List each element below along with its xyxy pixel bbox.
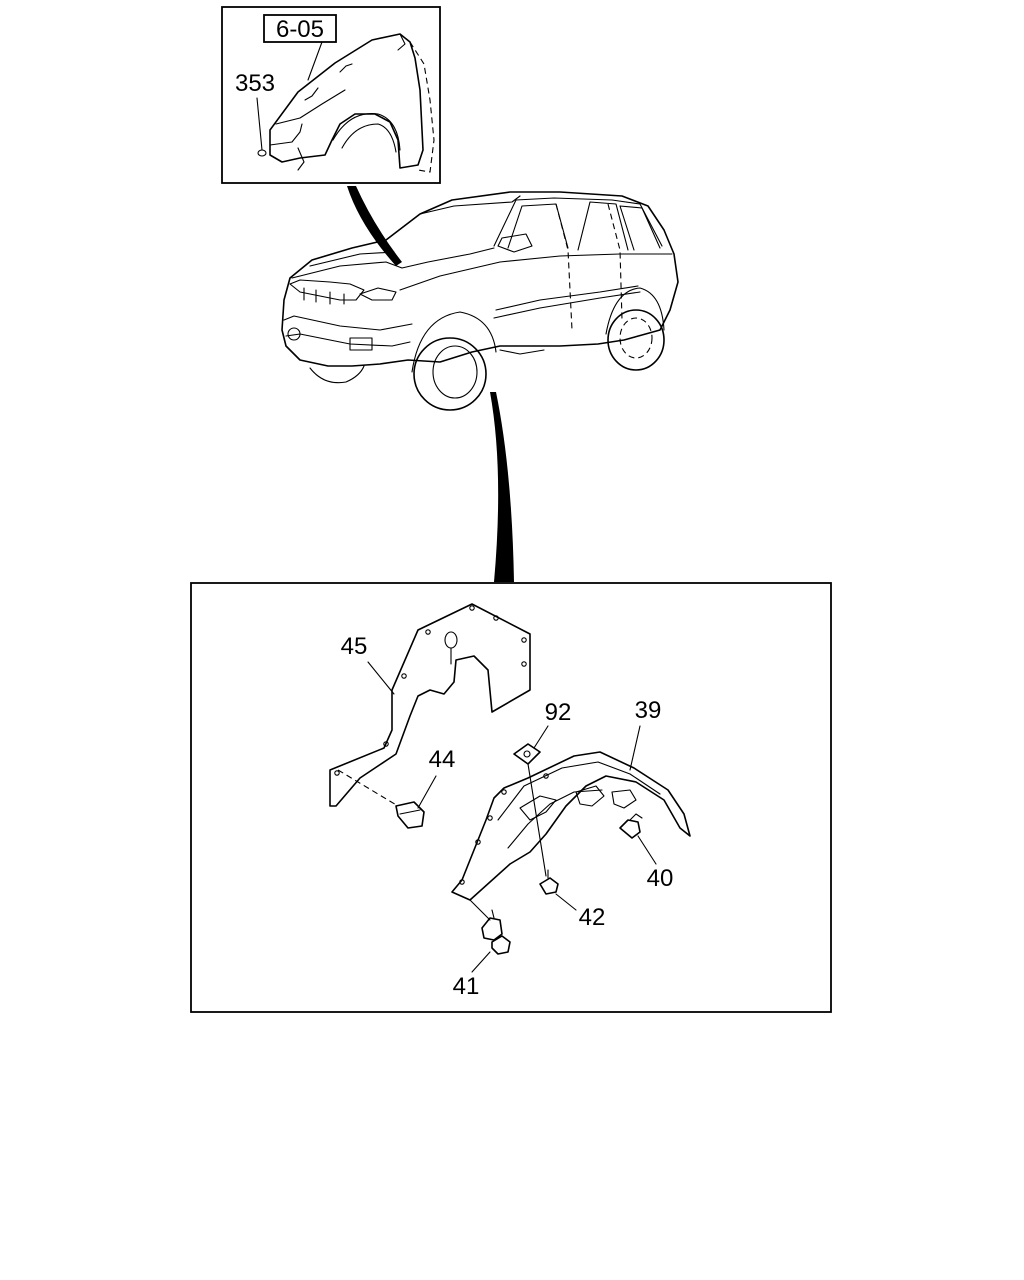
part-353-leader	[256, 97, 263, 151]
callout-40[interactable]: 40	[647, 865, 674, 892]
part-44-dash	[337, 769, 399, 807]
callout-42[interactable]: 42	[579, 904, 606, 931]
ref-code-box	[263, 14, 337, 43]
callout-40-leader	[637, 835, 657, 865]
part-92-axis	[527, 763, 547, 877]
callout-45-leader	[367, 661, 395, 695]
liner-detail-inset: 45 44 39 92	[190, 582, 832, 1013]
callout-92[interactable]: 92	[545, 699, 572, 726]
callout-41[interactable]: 41	[453, 973, 480, 1000]
front-fender-drawing	[257, 33, 435, 173]
part-42-screw	[539, 869, 559, 895]
callout-39[interactable]: 39	[635, 697, 662, 724]
callout-42-leader	[555, 893, 577, 911]
part-92-nut	[513, 743, 541, 765]
part-39-liner	[451, 751, 691, 901]
ref-code-label[interactable]: 6-05	[276, 16, 324, 43]
fender-inset: 6-05 353	[221, 6, 441, 184]
vehicle-to-detail-leader	[490, 392, 514, 582]
callout-45[interactable]: 45	[341, 633, 368, 660]
fender-inset-frame	[221, 6, 441, 184]
liner-detail-frame	[190, 582, 832, 1013]
part-44-clip	[395, 801, 425, 829]
callout-44[interactable]: 44	[429, 746, 456, 773]
callout-92-leader	[533, 725, 549, 749]
ref-code-leader	[307, 41, 323, 81]
vehicle-drawing	[281, 191, 679, 411]
part-45-splash-shield	[329, 603, 531, 807]
callout-39-leader	[629, 725, 641, 771]
part-41-fastener	[481, 909, 511, 955]
part-41-axis	[469, 899, 491, 921]
part-40-clip	[619, 813, 643, 839]
inset-to-vehicle-leader	[347, 186, 402, 266]
callout-44-leader	[417, 775, 437, 809]
part-353-label[interactable]: 353	[235, 70, 275, 97]
callout-41-leader	[471, 951, 491, 973]
